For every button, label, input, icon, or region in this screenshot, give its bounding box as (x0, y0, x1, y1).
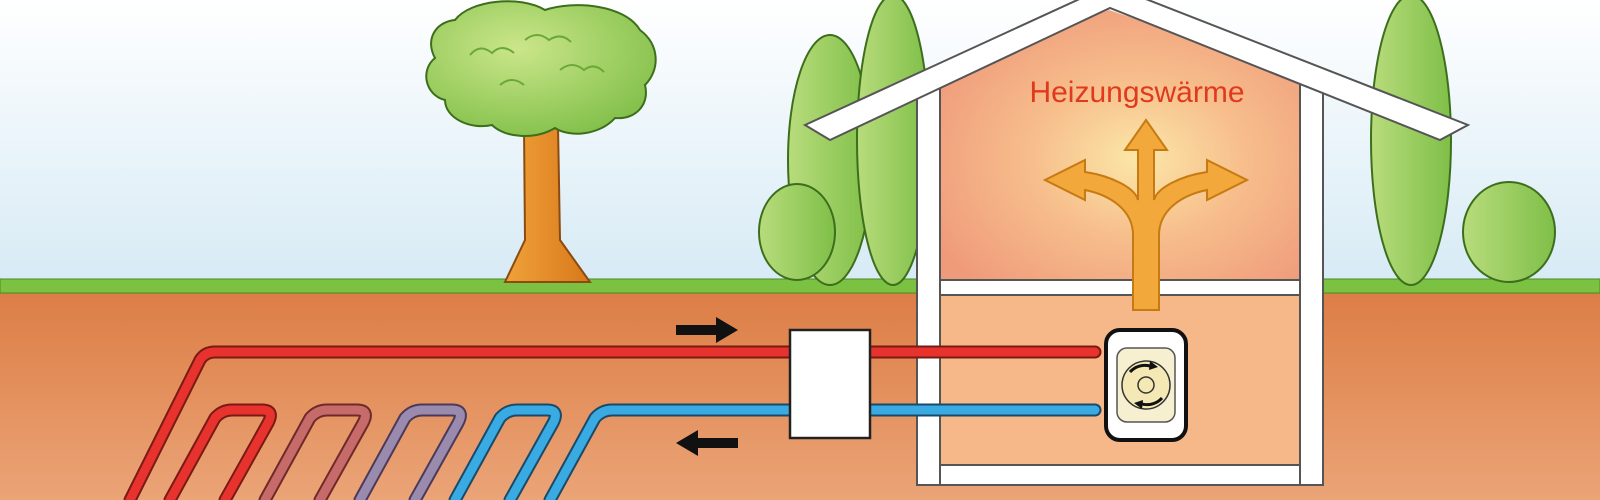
flow-arrow-left-icon (676, 430, 738, 456)
collector-loop-3 (355, 405, 465, 500)
house-wall-left (916, 79, 941, 486)
return-pipe (545, 405, 795, 500)
flow-arrow-right-icon (676, 317, 738, 343)
bush-group-right (1370, 0, 1556, 286)
supply-pipe (125, 347, 795, 500)
round-bush-icon (758, 183, 836, 281)
house-roof (802, 0, 1471, 142)
heat-label: Heizungswärme (1029, 76, 1244, 109)
attic-heat-glow (940, 10, 1300, 280)
collector-loop-2 (260, 405, 370, 500)
ground-collector-pipes (123, 345, 1102, 500)
tree-crown (425, 0, 657, 137)
tall-bush-icon (1370, 0, 1452, 286)
tree-leaf-strokes (469, 34, 605, 86)
house-wall-right (1299, 79, 1324, 486)
heat-pump-fan (1121, 360, 1171, 410)
heat-arrow-icon (1042, 118, 1250, 311)
collector-loop-4 (450, 405, 560, 500)
house-foundation (939, 464, 1301, 486)
house-floor (939, 279, 1301, 296)
grass-strip (0, 278, 1600, 294)
distribution-box (788, 328, 872, 440)
round-bush-icon (1462, 181, 1556, 283)
collector-loop-1 (165, 405, 275, 500)
tree-icon (425, 0, 657, 283)
heat-pump-icon (1104, 328, 1188, 442)
